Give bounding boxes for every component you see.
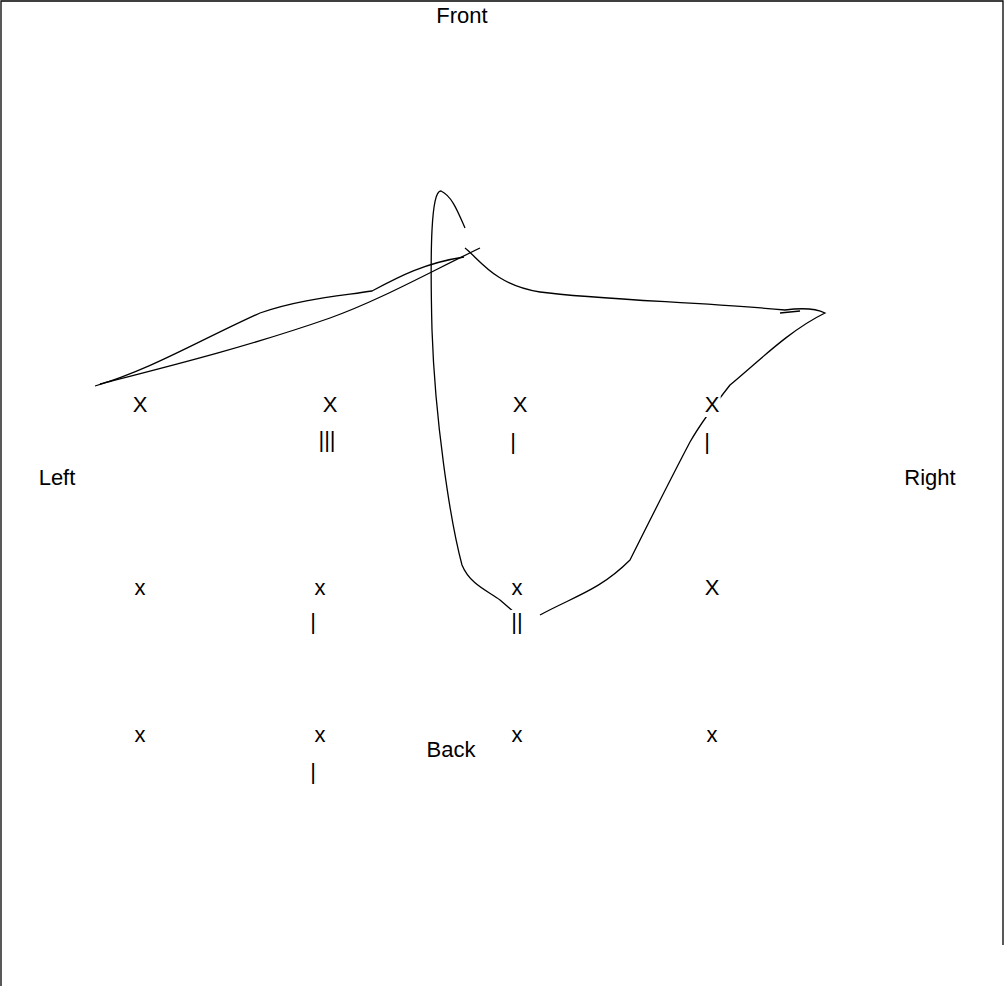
tally-mark: || (510, 610, 523, 634)
freehand-loop (431, 191, 515, 613)
grid-mark: x (134, 576, 147, 600)
tally-mark: | (309, 760, 317, 784)
freehand-tick (780, 311, 800, 313)
grid-mark: x (706, 723, 719, 747)
grid-mark: x (134, 723, 147, 747)
freehand-line (95, 257, 464, 386)
tally-mark: ||| (317, 428, 336, 452)
grid-mark: X (704, 576, 721, 600)
grid-mark: x (511, 576, 524, 600)
freehand-outline (465, 248, 825, 615)
grid-mark: X (322, 393, 339, 417)
tally-mark: | (309, 610, 317, 634)
side-label: Left (38, 466, 77, 490)
grid-mark: X (132, 393, 149, 417)
grid-mark: X (704, 393, 721, 417)
heading-label: Back (426, 738, 477, 762)
heading-label: Front (435, 4, 488, 28)
freehand-line (100, 248, 480, 384)
grid-mark: x (314, 723, 327, 747)
side-label: Right (903, 466, 956, 490)
tally-mark: | (703, 430, 711, 454)
tally-mark: | (509, 430, 517, 454)
grid-mark: x (511, 723, 524, 747)
grid-mark: X (512, 393, 529, 417)
grid-mark: x (314, 576, 327, 600)
